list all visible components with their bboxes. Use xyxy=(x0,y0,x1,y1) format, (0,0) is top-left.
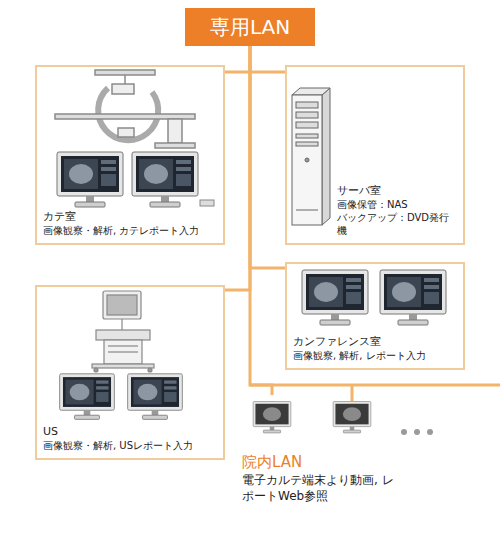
node-title: カテ室 xyxy=(43,210,217,224)
network-line xyxy=(250,46,285,72)
node-text: 画像保管：NAS xyxy=(337,198,457,211)
node-title: サーバ室 xyxy=(337,184,457,198)
room-box: カンファレンス室画像観察, 解析, レポート入力 xyxy=(285,262,465,370)
node-text: 画像観察・解析, カテレポート入力 xyxy=(43,224,217,237)
node-text: 画像観察, 解析, レポート入力 xyxy=(293,349,457,362)
node-title: 院内LAN xyxy=(240,453,304,472)
network-line xyxy=(225,46,250,72)
network-line xyxy=(250,46,285,268)
network-title-box: 専用LAN xyxy=(185,8,315,46)
network-line xyxy=(225,46,250,290)
terminal-group: 院内LAN電子カルテ端末より動画, レポートWeb参照 xyxy=(240,395,495,545)
network-line xyxy=(250,46,272,395)
room-box: US画像観察・解析, USレポート入力 xyxy=(35,285,225,460)
node-text: 画像観察・解析, USレポート入力 xyxy=(43,439,217,452)
node-text: 電子カルテ端末より動画, レポートWeb参照 xyxy=(240,472,402,504)
room-box: サーバ室画像保管：NASバックアップ：DVD発行機 xyxy=(285,65,465,245)
node-title: カンファレンス室 xyxy=(293,335,457,349)
node-title: US xyxy=(43,425,217,439)
node-text: バックアップ：DVD発行機 xyxy=(337,211,457,237)
room-box: カテ室画像観察・解析, カテレポート入力 xyxy=(35,65,225,245)
node-title: 専用LAN xyxy=(210,15,290,39)
